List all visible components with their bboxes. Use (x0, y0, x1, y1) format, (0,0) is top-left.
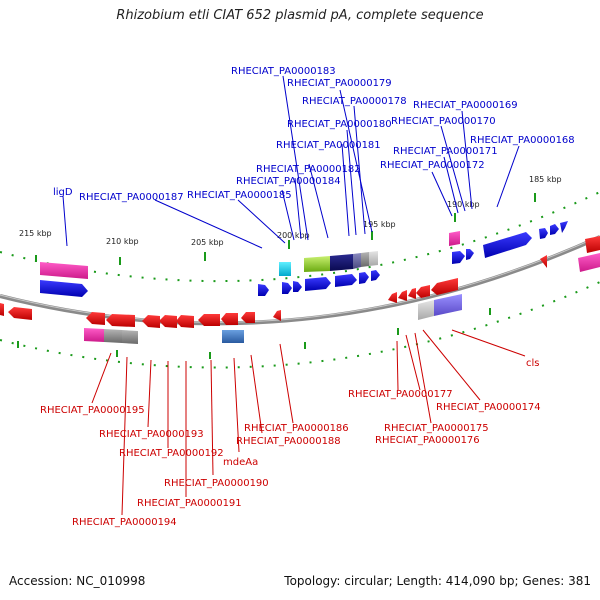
gene-box (304, 256, 330, 272)
gene-arrow (408, 288, 416, 299)
gene-arrow (258, 284, 269, 296)
gene-arrow (431, 278, 458, 295)
gene-arrow (539, 228, 548, 239)
gene-box (434, 294, 462, 316)
gene-box (222, 330, 244, 343)
gene-label-forward: RHECIAT_PA0000170 (391, 116, 496, 127)
plasmid-backbone (0, 235, 600, 326)
gene-arrow (106, 314, 135, 327)
scale-label: 205 kbp (191, 238, 224, 247)
gene-label-forward: ligD (53, 187, 73, 198)
gene-arrow (40, 262, 88, 279)
gene-label-forward: RHECIAT_PA0000168 (470, 135, 575, 146)
reverse-genes (0, 278, 462, 344)
gene-arrow (359, 272, 369, 284)
gene-label-reverse: RHECIAT_PA0000188 (236, 436, 341, 447)
gene-arrow (293, 281, 302, 292)
gene-label-reverse: cls (526, 358, 540, 369)
gene-label-forward: RHECIAT_PA0000169 (413, 100, 518, 111)
gene-box (330, 254, 353, 271)
gene-arrow (40, 280, 88, 297)
scale-label: 185 kbp (529, 175, 562, 184)
major-ticks (17, 193, 536, 359)
gene-arrow (371, 270, 380, 281)
gene-label-reverse: RHECIAT_PA0000174 (436, 402, 541, 413)
gene-label-reverse: RHECIAT_PA0000190 (164, 478, 269, 489)
gene-arrow (550, 224, 559, 235)
forward-callout-lines (62, 75, 520, 249)
gene-label-reverse: RHECIAT_PA0000193 (99, 429, 204, 440)
gene-arrow (416, 285, 430, 298)
gene-arrow (560, 221, 568, 233)
gene-label-forward: RHECIAT_PA0000184 (236, 176, 341, 187)
gene-arrow (8, 307, 32, 320)
gene-box (279, 262, 291, 276)
gene-box (585, 236, 600, 253)
gene-arrow (241, 312, 255, 323)
gene-label-reverse: RHECIAT_PA0000177 (348, 389, 453, 400)
gene-label-reverse: RHECIAT_PA0000176 (375, 435, 480, 446)
gene-label-forward: RHECIAT_PA0000178 (302, 96, 407, 107)
gene-label-forward: RHECIAT_PA0000185 (187, 190, 292, 201)
gene-box (353, 253, 361, 269)
plasmid-backbone-highlight (0, 235, 600, 323)
page-title: Rhizobium etli CIAT 652 plasmid pA, comp… (116, 8, 484, 23)
gene-label-reverse: RHECIAT_PA0000195 (40, 405, 145, 416)
gene-box (418, 300, 434, 320)
gene-label-forward: RHECIAT_PA0000180 (287, 119, 392, 130)
gene-box (361, 252, 369, 267)
gene-arrow (398, 290, 407, 301)
gene-arrow (282, 282, 292, 294)
gene-label-reverse: RHECIAT_PA0000192 (119, 448, 224, 459)
gene-label-forward: RHECIAT_PA0000183 (231, 66, 336, 77)
gene-arrow (388, 292, 397, 303)
gene-label-reverse: RHECIAT_PA0000191 (137, 498, 242, 509)
gene-arrow (273, 310, 281, 321)
scale-label: 215 kbp (19, 229, 52, 238)
gene-label-reverse: RHECIAT_PA0000186 (244, 423, 349, 434)
forward-genes (40, 221, 600, 297)
genome-summary-text: Topology: circular; Length: 414,090 bp; … (284, 574, 591, 588)
gene-label-forward: RHECIAT_PA0000172 (380, 160, 485, 171)
gene-arrow (466, 249, 474, 260)
gene-arrow (142, 315, 160, 328)
gene-box (84, 328, 104, 342)
scale-label: 210 kbp (106, 237, 139, 246)
gene-arrow (159, 315, 177, 328)
gene-arrow (198, 314, 220, 326)
gene-label-forward: RHECIAT_PA0000179 (287, 78, 392, 89)
gene-arrow (305, 277, 331, 291)
reverse-callout-lines (91, 329, 526, 516)
gene-arrow (483, 232, 532, 258)
gene-box (104, 329, 122, 343)
gene-arrow (176, 315, 194, 328)
gene-label-forward: RHECIAT_PA0000182 (256, 164, 361, 175)
gene-label-forward: RHECIAT_PA0000181 (276, 140, 381, 151)
gene-box (369, 251, 378, 266)
gene-arrow (86, 312, 105, 325)
gene-label-forward: RHECIAT_PA0000187 (79, 192, 184, 203)
gene-label-forward: RHECIAT_PA0000171 (393, 146, 498, 157)
gene-arrow (540, 255, 547, 268)
gene-arrow (221, 313, 238, 325)
accession-text: Accession: NC_010998 (9, 574, 146, 588)
gene-label-reverse: mdeAa (223, 457, 258, 468)
inner-tick-track (0, 281, 600, 369)
gene-label-reverse: RHECIAT_PA0000175 (384, 423, 489, 434)
gene-box (449, 231, 460, 246)
gene-box (122, 330, 138, 344)
gene-box (578, 253, 600, 272)
gene-label-reverse: RHECIAT_PA0000194 (72, 517, 177, 528)
gene-arrow (0, 303, 4, 316)
scale-label: 195 kbp (363, 220, 396, 229)
gene-arrow (335, 274, 357, 287)
gene-arrow (452, 251, 465, 264)
